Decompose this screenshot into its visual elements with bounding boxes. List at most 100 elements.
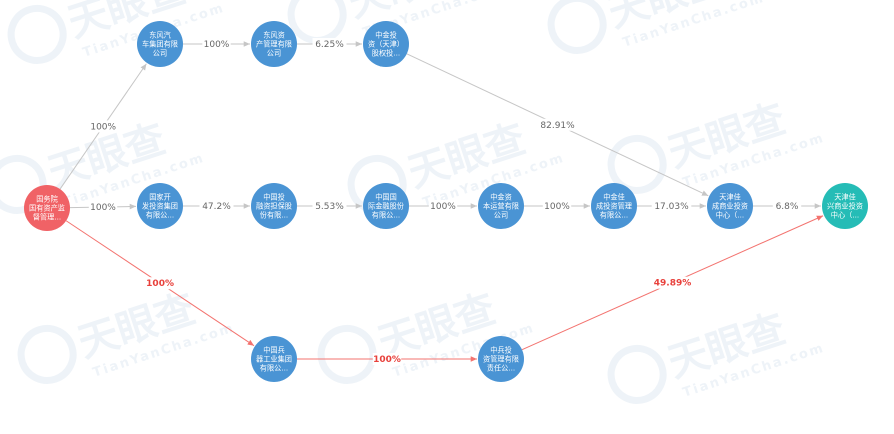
edge-label-b6-target: 6.8% xyxy=(776,202,799,212)
node-circle[interactable] xyxy=(363,183,409,229)
node-b5[interactable]: 中金佳成投资管理有限公... xyxy=(591,183,637,229)
node-label-line: 国有资产监 xyxy=(29,204,65,213)
edge-label-c1-c2: 100% xyxy=(373,355,401,365)
node-label-line: 际金融股份 xyxy=(368,202,404,211)
edge-label-layer: 100%100%6.25%82.91%100%47.2%5.53%100%100… xyxy=(88,38,802,365)
node-label-line: 兴商业投资 xyxy=(827,202,863,211)
node-circle[interactable] xyxy=(251,183,297,229)
edge-label-bg xyxy=(372,353,402,365)
node-root[interactable]: 国务院国有资产监督管理... xyxy=(24,185,70,231)
edge-label-bg xyxy=(542,200,572,212)
node-circle[interactable] xyxy=(24,185,70,231)
edge-label-bg xyxy=(88,201,118,214)
node-layer: 国务院国有资产监督管理...东风汽车集团有限公司东风资产管理有限公司中金投资（天… xyxy=(24,21,868,382)
node-circle[interactable] xyxy=(478,336,524,382)
edge-label-root-a1: 100% xyxy=(90,122,116,132)
edge-label-bg xyxy=(428,200,458,212)
node-label-line: 中金资 xyxy=(490,192,512,201)
node-label-line: 资（天津） xyxy=(368,40,404,49)
node-label-line: 中金投 xyxy=(375,30,397,39)
node-label-line: 中兵投 xyxy=(490,345,512,354)
edge-label-bg xyxy=(651,200,692,212)
edge-label-a2-a3: 6.25% xyxy=(315,40,344,50)
node-label-line: 有限公... xyxy=(372,211,400,220)
edge-label-bg xyxy=(89,120,118,133)
node-circle[interactable] xyxy=(251,21,297,67)
node-b6[interactable]: 天津佳成商业投资中心（... xyxy=(707,183,753,229)
edge-label-b2-b3: 5.53% xyxy=(315,202,344,212)
edge-label-a1-a2: 100% xyxy=(204,40,230,50)
node-label-line: 份有限... xyxy=(260,211,288,220)
node-label-line: 中金佳 xyxy=(603,192,625,201)
node-circle[interactable] xyxy=(478,183,524,229)
edge-label-root-b1: 100% xyxy=(90,203,116,213)
node-label-line: 公司 xyxy=(494,211,508,220)
node-label-line: 产管理有限 xyxy=(256,40,292,49)
node-circle[interactable] xyxy=(822,183,868,229)
node-circle[interactable] xyxy=(251,336,297,382)
node-label-line: 资管理有限 xyxy=(483,355,519,364)
edge-label-bg xyxy=(652,276,693,289)
edge-label-bg xyxy=(202,38,231,50)
node-c1[interactable]: 中国兵器工业集团有限公... xyxy=(251,336,297,382)
edge-label-bg xyxy=(537,118,578,131)
node-label-line: 有限公... xyxy=(146,211,174,220)
edge-label-bg xyxy=(312,200,347,212)
watermark-logo-icon xyxy=(547,0,607,54)
node-label-line: 天津佳 xyxy=(719,192,741,201)
node-label-line: 国家开 xyxy=(149,192,171,201)
node-label-line: 公司 xyxy=(153,49,167,58)
node-label-line: 成商业投资 xyxy=(712,202,748,211)
watermark-logo-icon xyxy=(607,134,667,194)
node-label-line: 东风资 xyxy=(263,30,285,39)
node-a3[interactable]: 中金投资（天津）股权投... xyxy=(363,21,409,67)
node-circle[interactable] xyxy=(591,183,637,229)
node-label-line: 中心（... xyxy=(716,211,744,220)
watermark-logo-icon xyxy=(17,324,77,384)
node-label-line: 融资担保股 xyxy=(256,202,292,211)
node-label-line: 发投资集团 xyxy=(142,202,178,211)
edge-label-bg xyxy=(199,200,234,212)
edge-label-c2-target: 49.89% xyxy=(654,279,692,289)
node-label-line: 器工业集团 xyxy=(256,355,292,364)
node-label-line: 本运营有限 xyxy=(483,202,519,211)
node-label-line: 天津佳 xyxy=(834,192,856,201)
node-label-line: 中国国 xyxy=(375,192,397,201)
node-b1[interactable]: 国家开发投资集团有限公... xyxy=(137,183,183,229)
node-label-line: 车集团有限 xyxy=(142,40,178,49)
node-label-line: 股权投... xyxy=(372,49,400,58)
edge-label-a3-b6: 82.91% xyxy=(540,121,575,131)
edge-label-b5-b6: 17.03% xyxy=(654,202,689,212)
node-circle[interactable] xyxy=(707,183,753,229)
node-circle[interactable] xyxy=(137,21,183,67)
node-label-line: 中国兵 xyxy=(263,345,285,354)
node-b3[interactable]: 中国国际金融股份有限公... xyxy=(363,183,409,229)
watermark-logo-icon xyxy=(607,344,667,404)
node-label-line: 公司 xyxy=(267,49,281,58)
node-b2[interactable]: 中国投融资担保股份有限... xyxy=(251,183,297,229)
node-circle[interactable] xyxy=(137,183,183,229)
node-label-line: 有限公... xyxy=(260,364,288,373)
node-target[interactable]: 天津佳兴商业投资中心（... xyxy=(822,183,868,229)
edge-label-bg xyxy=(312,38,347,50)
edge-label-b3-b4: 100% xyxy=(430,202,456,212)
watermark-logo-icon xyxy=(317,324,377,384)
node-label-line: 国务院 xyxy=(36,194,58,203)
node-c2[interactable]: 中兵投资管理有限责任公... xyxy=(478,336,524,382)
edge-label-bg xyxy=(145,277,175,290)
edge-label-root-c1: 100% xyxy=(146,279,174,289)
node-circle[interactable] xyxy=(363,21,409,67)
node-label-line: 成投资管理 xyxy=(596,202,632,211)
watermark-logo-icon xyxy=(7,4,67,64)
node-label-line: 中国投 xyxy=(263,192,285,201)
node-label-line: 东风汽 xyxy=(149,30,171,39)
